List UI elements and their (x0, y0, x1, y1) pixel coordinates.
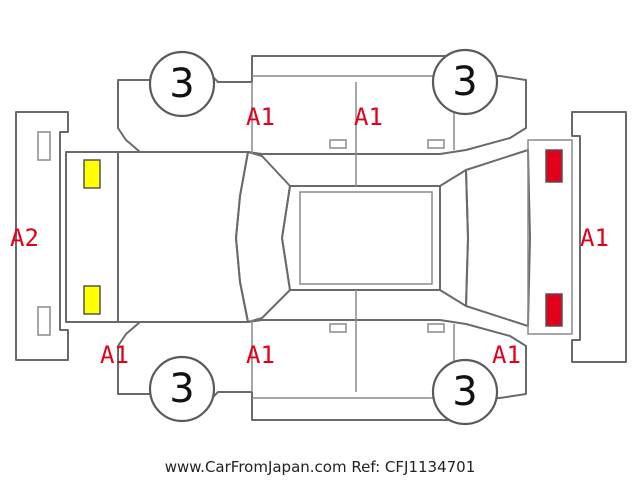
right-side-profile (117, 290, 527, 421)
damage-code-front-right-door: A1 (246, 341, 275, 369)
rear-taillight-marker (545, 293, 563, 327)
rear-hatch (465, 139, 573, 335)
damage-code-front-bumper: A2 (10, 224, 39, 252)
rear-taillight-marker (545, 149, 563, 183)
roof (235, 151, 469, 323)
footer-reference-number: Ref: CFJ1134701 (351, 458, 476, 476)
footer-reference: www.CarFromJapan.com Ref: CFJ1134701 (0, 458, 640, 476)
damage-code-rear-right-quarter: A1 (492, 341, 521, 369)
front-bumper (15, 111, 69, 361)
footer-site: www.CarFromJapan.com (164, 458, 347, 476)
damage-code-front-left-door: A1 (246, 103, 275, 131)
wheel-rear-right: 3 (431, 358, 499, 426)
wheel-front-right: 3 (148, 355, 216, 423)
wheel-front-left: 3 (148, 50, 216, 118)
wheel-grade-label: 3 (169, 366, 194, 412)
front-headlight-marker (83, 159, 101, 189)
damage-code-rear-left-door: A1 (354, 103, 383, 131)
wheel-grade-label: 3 (452, 59, 477, 105)
damage-code-rear-bumper: A1 (580, 224, 609, 252)
wheel-grade-label: 3 (169, 61, 194, 107)
damage-code-front-right-fender: A1 (100, 341, 129, 369)
front-headlight-marker (83, 285, 101, 315)
wheel-grade-label: 3 (452, 369, 477, 415)
rear-bumper (571, 111, 627, 363)
wheel-rear-left: 3 (431, 48, 499, 116)
